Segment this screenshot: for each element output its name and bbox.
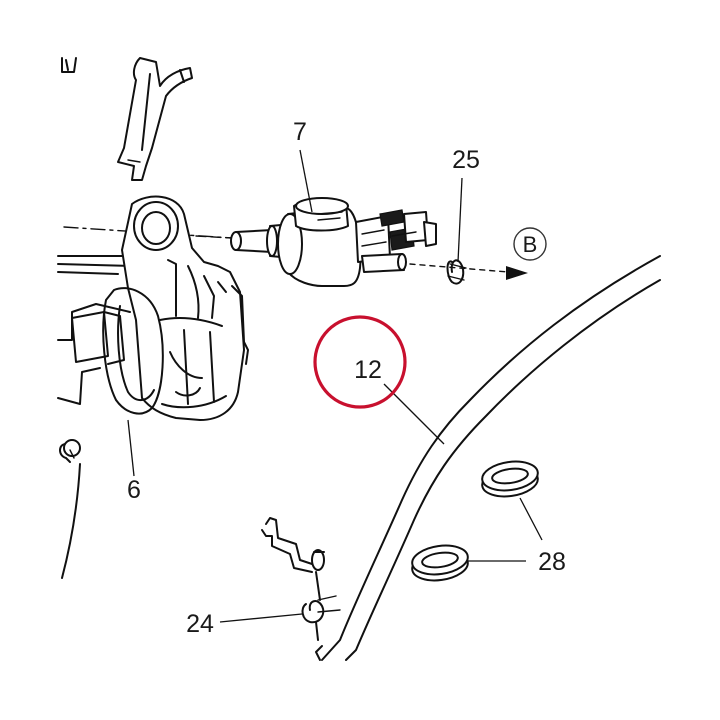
part-24-clip (261, 517, 341, 641)
callout-24[interactable]: 24 (186, 610, 214, 638)
upper-bracket-part (61, 57, 193, 181)
part-12-panel (315, 255, 661, 661)
part-28-grommet-lower (411, 544, 469, 582)
leader-lines (127, 149, 543, 623)
callout-label-24: 24 (186, 610, 214, 638)
callout-label-b: B (523, 232, 538, 257)
callout-label-25: 25 (452, 146, 480, 174)
part-28-grommet-upper (481, 460, 539, 498)
flow-arrow (409, 263, 528, 280)
callout-b[interactable]: B (513, 227, 547, 261)
callout-label-12: 12 (354, 356, 382, 384)
highlight-ring (313, 315, 407, 409)
callout-25[interactable]: 25 (452, 146, 480, 174)
callout-label-6: 6 (127, 476, 141, 504)
cable-part (59, 439, 81, 579)
callout-28[interactable]: 28 (538, 548, 566, 576)
callout-12[interactable]: 12 (313, 315, 407, 409)
callout-label-7: 7 (293, 118, 307, 146)
part-6-housing (57, 195, 249, 421)
callout-b-circle (513, 227, 547, 261)
callout-7[interactable]: 7 (293, 118, 307, 146)
callout-label-28: 28 (538, 548, 566, 576)
callout-6[interactable]: 6 (127, 476, 141, 504)
part-7-pump (195, 197, 437, 287)
part-25-clip (446, 259, 467, 285)
